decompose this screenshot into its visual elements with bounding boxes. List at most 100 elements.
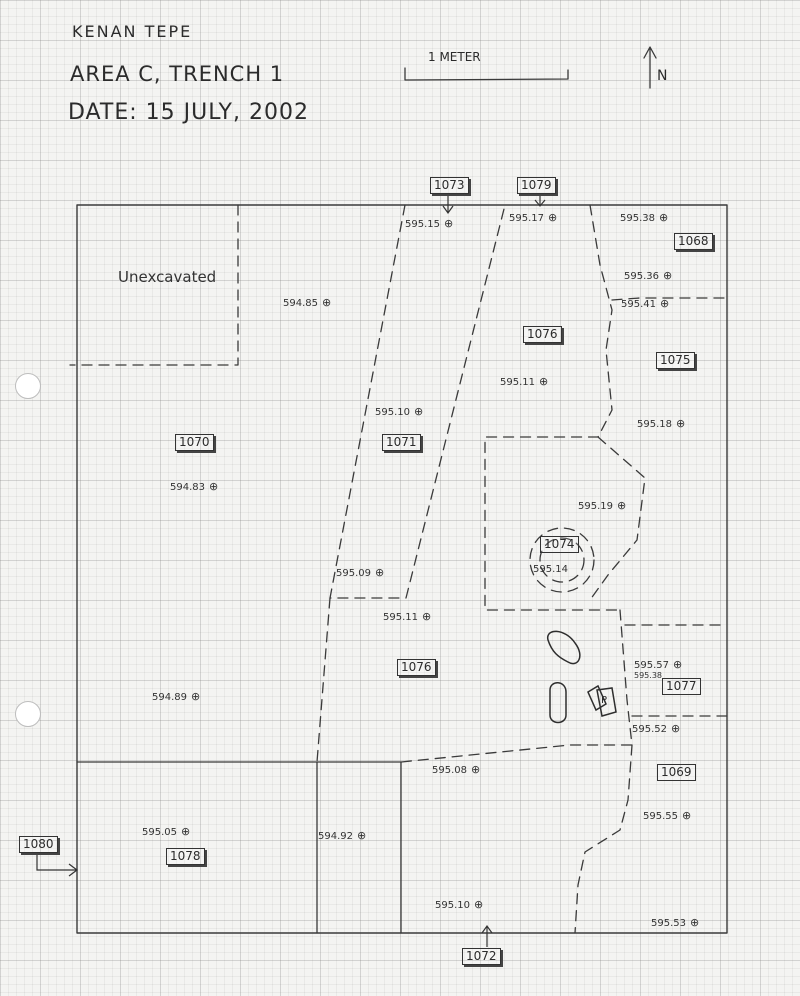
trench-outline: [76, 204, 728, 934]
punch-hole-top: [15, 373, 41, 399]
elevation-value: 595.38: [620, 213, 655, 224]
datum-point-icon: ⊕: [357, 829, 367, 842]
stone-feature-1: [547, 630, 581, 665]
datum-point-icon: ⊕: [676, 417, 686, 430]
elevation-value: 594.83: [170, 482, 205, 493]
locus-1068-boundary: [611, 297, 728, 301]
locus-1069-boundary: [574, 744, 633, 934]
elevation-value: 595.55: [643, 811, 678, 822]
elevation-point: 595.11 ⊕: [383, 610, 431, 623]
locus-1076-lower-boundary: [316, 597, 331, 763]
elevation-value: 595.05: [142, 827, 177, 838]
stone-feature-2: [549, 682, 567, 724]
locus-1069: 1069: [657, 764, 696, 781]
datum-point-icon: ⊕: [471, 763, 481, 776]
date-label: DATE: 15 JULY, 2002: [68, 100, 309, 125]
area-trench-label: AREA C, TRENCH 1: [70, 62, 285, 86]
scale-bar: [404, 67, 569, 81]
elevation-point: 595.05⊕: [142, 825, 190, 838]
locus-1071-boundary: [329, 204, 506, 599]
datum-point-icon: ⊕: [474, 898, 484, 911]
datum-point-icon: ⊕: [414, 405, 424, 418]
punch-hole-bottom: [15, 701, 41, 727]
elevation-value: 595.14: [533, 564, 568, 575]
elevation-point: 595.53 ⊕: [651, 916, 699, 929]
elevation-value: 594.85: [283, 298, 318, 309]
unexcavated-boundary: [69, 204, 239, 366]
locus-1079: 1079: [517, 177, 556, 194]
elevation-point: 595.10⊕: [375, 405, 423, 418]
elevation-value: 595.41: [621, 299, 656, 310]
elevation-point: 595.52 ⊕: [632, 722, 680, 735]
datum-point-icon: ⊕: [663, 269, 673, 282]
elevation-value: 594.92: [318, 831, 353, 842]
elevation-value: 595.36: [624, 271, 659, 282]
locus-1068: 1068: [674, 233, 713, 250]
elevation-value: 595.17: [509, 213, 544, 224]
elevation-point: 595.55 ⊕: [643, 809, 691, 822]
locus-1074: 1074: [540, 536, 579, 553]
stone-feature-3: [587, 684, 607, 712]
locus-1073: 1073: [430, 177, 469, 194]
locus-1074-pit-circle: [529, 527, 595, 593]
arrow-1079: [534, 195, 546, 207]
locus-1071: 1071: [382, 434, 421, 451]
elevation-point: 594.92 ⊕: [318, 829, 366, 842]
elevation-value: 595.08: [432, 765, 467, 776]
elevation-point: 595.38 ⊕: [620, 211, 668, 224]
locus-1076-top: 1076: [523, 326, 562, 343]
unexcavated-label: Unexcavated: [118, 268, 217, 286]
locus-1074-pit-inner: [539, 537, 585, 583]
datum-point-icon: ⊕: [659, 211, 669, 224]
arrow-1072: [481, 924, 493, 947]
elevation-value: 595.57: [634, 660, 669, 671]
elevation-value: 595.52: [632, 724, 667, 735]
elevation-point: 595.36 ⊕: [624, 269, 672, 282]
datum-point-icon: ⊕: [548, 211, 558, 224]
elevation-point: 595.14: [533, 564, 568, 575]
north-label: N: [657, 68, 668, 84]
locus-1076-bottom: 1076: [397, 659, 436, 676]
locus-1075: 1075: [656, 352, 695, 369]
datum-point-icon: ⊕: [444, 217, 454, 230]
elevation-value: 595.18: [637, 419, 672, 430]
elevation-point: 595.08 ⊕: [432, 763, 480, 776]
site-name: KENAN TEPE: [72, 22, 193, 41]
elevation-point: 595.19 ⊕: [578, 499, 626, 512]
elevation-point: 595.10⊕: [435, 898, 483, 911]
elevation-point: 595.18 ⊕: [637, 417, 685, 430]
elevation-point: 595.15 ⊕: [405, 217, 453, 230]
elevation-point: 594.85⊕: [283, 296, 331, 309]
scale-bar-label: 1 METER: [428, 50, 481, 64]
arrow-1080: [36, 855, 78, 877]
datum-point-icon: ⊕: [690, 916, 700, 929]
elevation-value: 595.11: [383, 612, 418, 623]
north-arrow-icon: [643, 46, 657, 89]
elevation-value: 594.89: [152, 692, 187, 703]
elevation-value: 595.53: [651, 918, 686, 929]
locus-1070: 1070: [175, 434, 214, 451]
elevation-value: 595.15: [405, 219, 440, 230]
datum-point-icon: ⊕: [191, 690, 201, 703]
elevation-point: 594.83⊕: [170, 480, 218, 493]
elevation-value: 595.11: [500, 377, 535, 388]
locus-1080: 1080: [19, 836, 58, 853]
locus-1077: 1077: [662, 678, 701, 695]
locus-1074-pit-dashed: [589, 436, 646, 601]
datum-point-icon: ⊕: [617, 499, 627, 512]
datum-point-icon: ⊕: [671, 722, 681, 735]
elevation-point: 594.89 ⊕: [152, 690, 200, 703]
elevation-point: 595.38: [634, 671, 662, 680]
datum-point-icon: ⊕: [375, 566, 385, 579]
datum-point-icon: ⊕: [539, 375, 549, 388]
elevation-value: 595.19: [578, 501, 613, 512]
feature-p-label: P: [601, 695, 608, 706]
feature-p-outline: [596, 687, 617, 717]
elevation-point: 595.17 ⊕: [509, 211, 557, 224]
datum-point-icon: ⊕: [682, 809, 692, 822]
elevation-value: 595.38: [634, 671, 662, 680]
datum-point-icon: ⊕: [422, 610, 432, 623]
locus-1072: 1072: [462, 948, 501, 965]
